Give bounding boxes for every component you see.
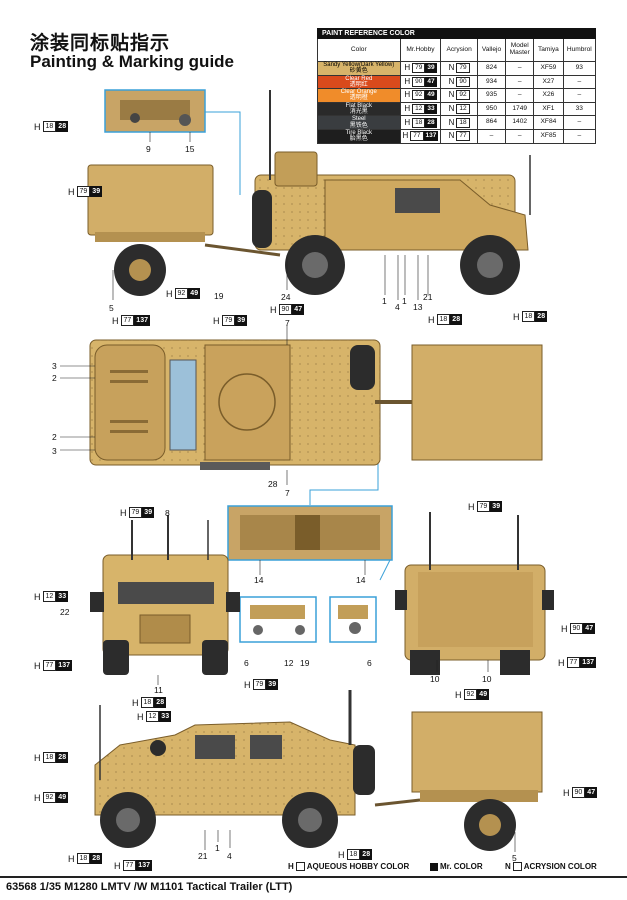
part-number: 21 — [423, 292, 433, 302]
part-number: 1 — [382, 296, 387, 306]
part-number: 7 — [285, 488, 290, 498]
part-number: 2 — [52, 432, 57, 442]
table-header-row: Color Mr.Hobby Acrysion Vallejo Model Ma… — [317, 38, 597, 62]
part-number: 3 — [52, 446, 57, 456]
part-number: 7 — [285, 318, 290, 328]
page-title-chinese: 涂装同标贴指示 — [30, 32, 171, 54]
part-number: 28 — [268, 479, 278, 489]
part-number: 9 — [146, 144, 151, 154]
part-number: 5 — [109, 303, 114, 313]
part-number: 21 — [198, 851, 208, 861]
tamiya-cell: XF85 — [533, 128, 564, 144]
part-number: 6 — [367, 658, 372, 668]
detail-inset-hitch-left — [239, 596, 317, 643]
part-number: 10 — [482, 674, 492, 684]
footer-title: 63568 1/35 M1280 LMTV /W M1101 Tactical … — [6, 881, 293, 893]
page-title: Painting & Marking guide — [30, 52, 235, 71]
part-number: 14 — [356, 575, 366, 585]
part-number: 19 — [214, 291, 224, 301]
part-number: 11 — [154, 685, 163, 695]
col-header: Acrysion — [440, 38, 478, 62]
part-number: 10 — [430, 674, 440, 684]
col-header: Vallejo — [476, 38, 507, 62]
paint-reference-table: PAINT REFERENCE COLOR Color Mr.Hobby Acr… — [317, 28, 597, 144]
part-number: 6 — [244, 658, 249, 668]
col-header: Tamiya — [533, 38, 564, 62]
part-number: 1 — [402, 296, 407, 306]
part-number: 4 — [395, 302, 400, 312]
part-number: 24 — [281, 292, 291, 302]
detail-inset-underside — [227, 505, 393, 561]
part-number: 12 — [284, 658, 294, 668]
side-view-bottom — [94, 690, 543, 851]
part-number: 1 — [215, 843, 220, 853]
top-view — [89, 339, 543, 470]
vallejo-cell: – — [476, 128, 507, 144]
legend-mr-color: Mr. COLOR — [430, 862, 483, 871]
part-number: 5 — [512, 853, 517, 863]
part-number: 2 — [52, 373, 57, 383]
leader-lines — [60, 132, 516, 852]
part-number: 3 — [52, 361, 57, 371]
side-view-top — [87, 90, 531, 296]
part-number: 22 — [60, 607, 70, 617]
col-header: Mr.Hobby — [399, 38, 442, 62]
humbrol-cell: – — [562, 128, 597, 144]
part-number: 14 — [254, 575, 264, 585]
part-number: 8 — [165, 508, 170, 518]
col-header: Color — [317, 38, 401, 62]
detail-inset-bumper — [104, 89, 206, 133]
front-view — [90, 515, 240, 675]
col-header: Humbrol — [562, 38, 597, 62]
rear-view — [395, 512, 554, 675]
humbrol-cell: – — [562, 115, 597, 130]
detail-inset-hitch-right — [329, 596, 377, 643]
col-header: Model Master — [505, 38, 535, 62]
part-number: 19 — [300, 658, 310, 668]
part-number: 4 — [227, 851, 232, 861]
part-number: 13 — [413, 302, 423, 312]
part-number: 15 — [185, 144, 195, 154]
footer-divider — [0, 876, 627, 878]
